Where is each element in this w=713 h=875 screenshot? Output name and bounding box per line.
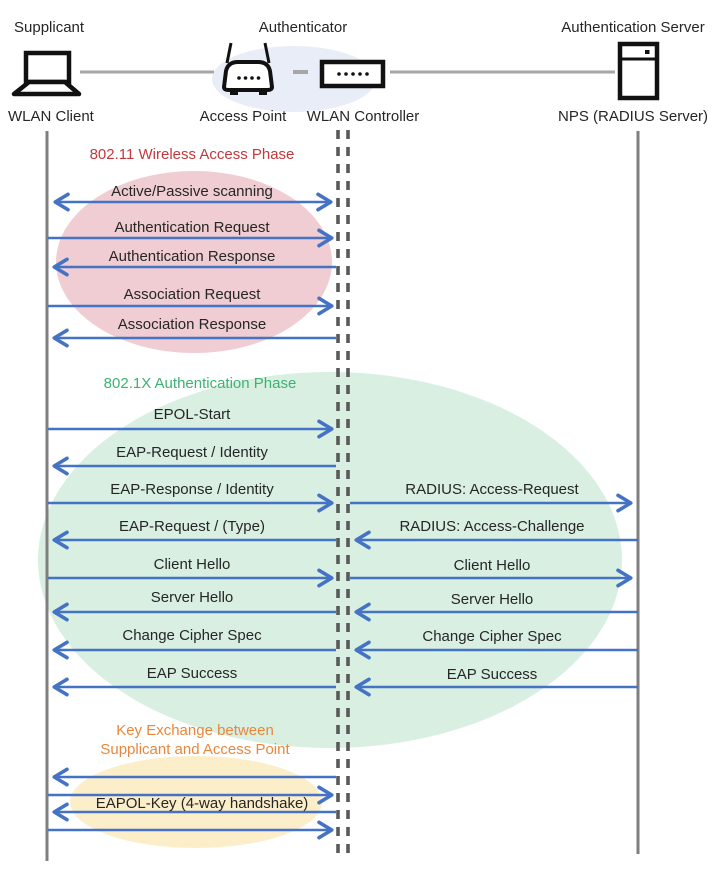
laptop-icon bbox=[11, 50, 82, 97]
msg-server-hello-left: Server Hello bbox=[150, 589, 234, 606]
msg-change-cipher-spec-right: Change Cipher Spec bbox=[422, 628, 562, 645]
role-authenticator: Authenticator bbox=[258, 19, 348, 36]
msg-client-hello-right: Client Hello bbox=[453, 557, 531, 574]
wlan-controller-icon bbox=[319, 59, 386, 89]
phase3-title-line2: Supplicant and Access Point bbox=[100, 741, 290, 758]
msg-eap-success-right: EAP Success bbox=[446, 666, 538, 683]
role-authentication-server: Authentication Server bbox=[561, 19, 705, 36]
phase1-ellipse bbox=[56, 171, 332, 353]
phase3-ellipse bbox=[70, 756, 322, 848]
msg-eap-response-identity: EAP-Response / Identity bbox=[110, 481, 274, 498]
msg-change-cipher-spec-left: Change Cipher Spec bbox=[122, 627, 262, 644]
msg-eap-request-identity: EAP-Request / Identity bbox=[116, 444, 268, 461]
server-icon bbox=[617, 41, 660, 101]
msg-server-hello-right: Server Hello bbox=[450, 591, 534, 608]
lifeline-wlan-controller bbox=[336, 130, 350, 856]
access-point-icon bbox=[222, 42, 274, 95]
msg-authentication-request: Authentication Request bbox=[114, 219, 270, 236]
msg-association-request: Association Request bbox=[123, 286, 261, 303]
label-wlan-client: WLAN Client bbox=[8, 108, 94, 125]
msg-authentication-response: Authentication Response bbox=[108, 248, 276, 265]
msg-eap-success-left: EAP Success bbox=[146, 665, 238, 682]
msg-radius-access-challenge: RADIUS: Access-Challenge bbox=[399, 518, 585, 535]
msg-eap-request-type: EAP-Request / (Type) bbox=[119, 518, 265, 535]
msg-eapol-key-handshake: EAPOL-Key (4-way handshake) bbox=[95, 795, 309, 812]
msg-association-response: Association Response bbox=[117, 316, 267, 333]
role-supplicant: Supplicant bbox=[14, 19, 85, 36]
label-wlan-controller: WLAN Controller bbox=[306, 108, 420, 125]
label-access-point: Access Point bbox=[199, 108, 287, 125]
label-nps: NPS (RADIUS Server) bbox=[558, 108, 709, 125]
phase1-title: 802.11 Wireless Access Phase bbox=[89, 146, 295, 163]
msg-radius-access-request: RADIUS: Access-Request bbox=[405, 481, 579, 498]
msg-client-hello-left: Client Hello bbox=[153, 556, 231, 573]
phase2-title: 802.1X Authentication Phase bbox=[103, 375, 297, 392]
msg-active-passive-scanning: Active/Passive scanning bbox=[111, 183, 273, 200]
phase3-title-line1: Key Exchange between bbox=[116, 722, 274, 739]
msg-epol-start: EPOL-Start bbox=[153, 406, 231, 423]
